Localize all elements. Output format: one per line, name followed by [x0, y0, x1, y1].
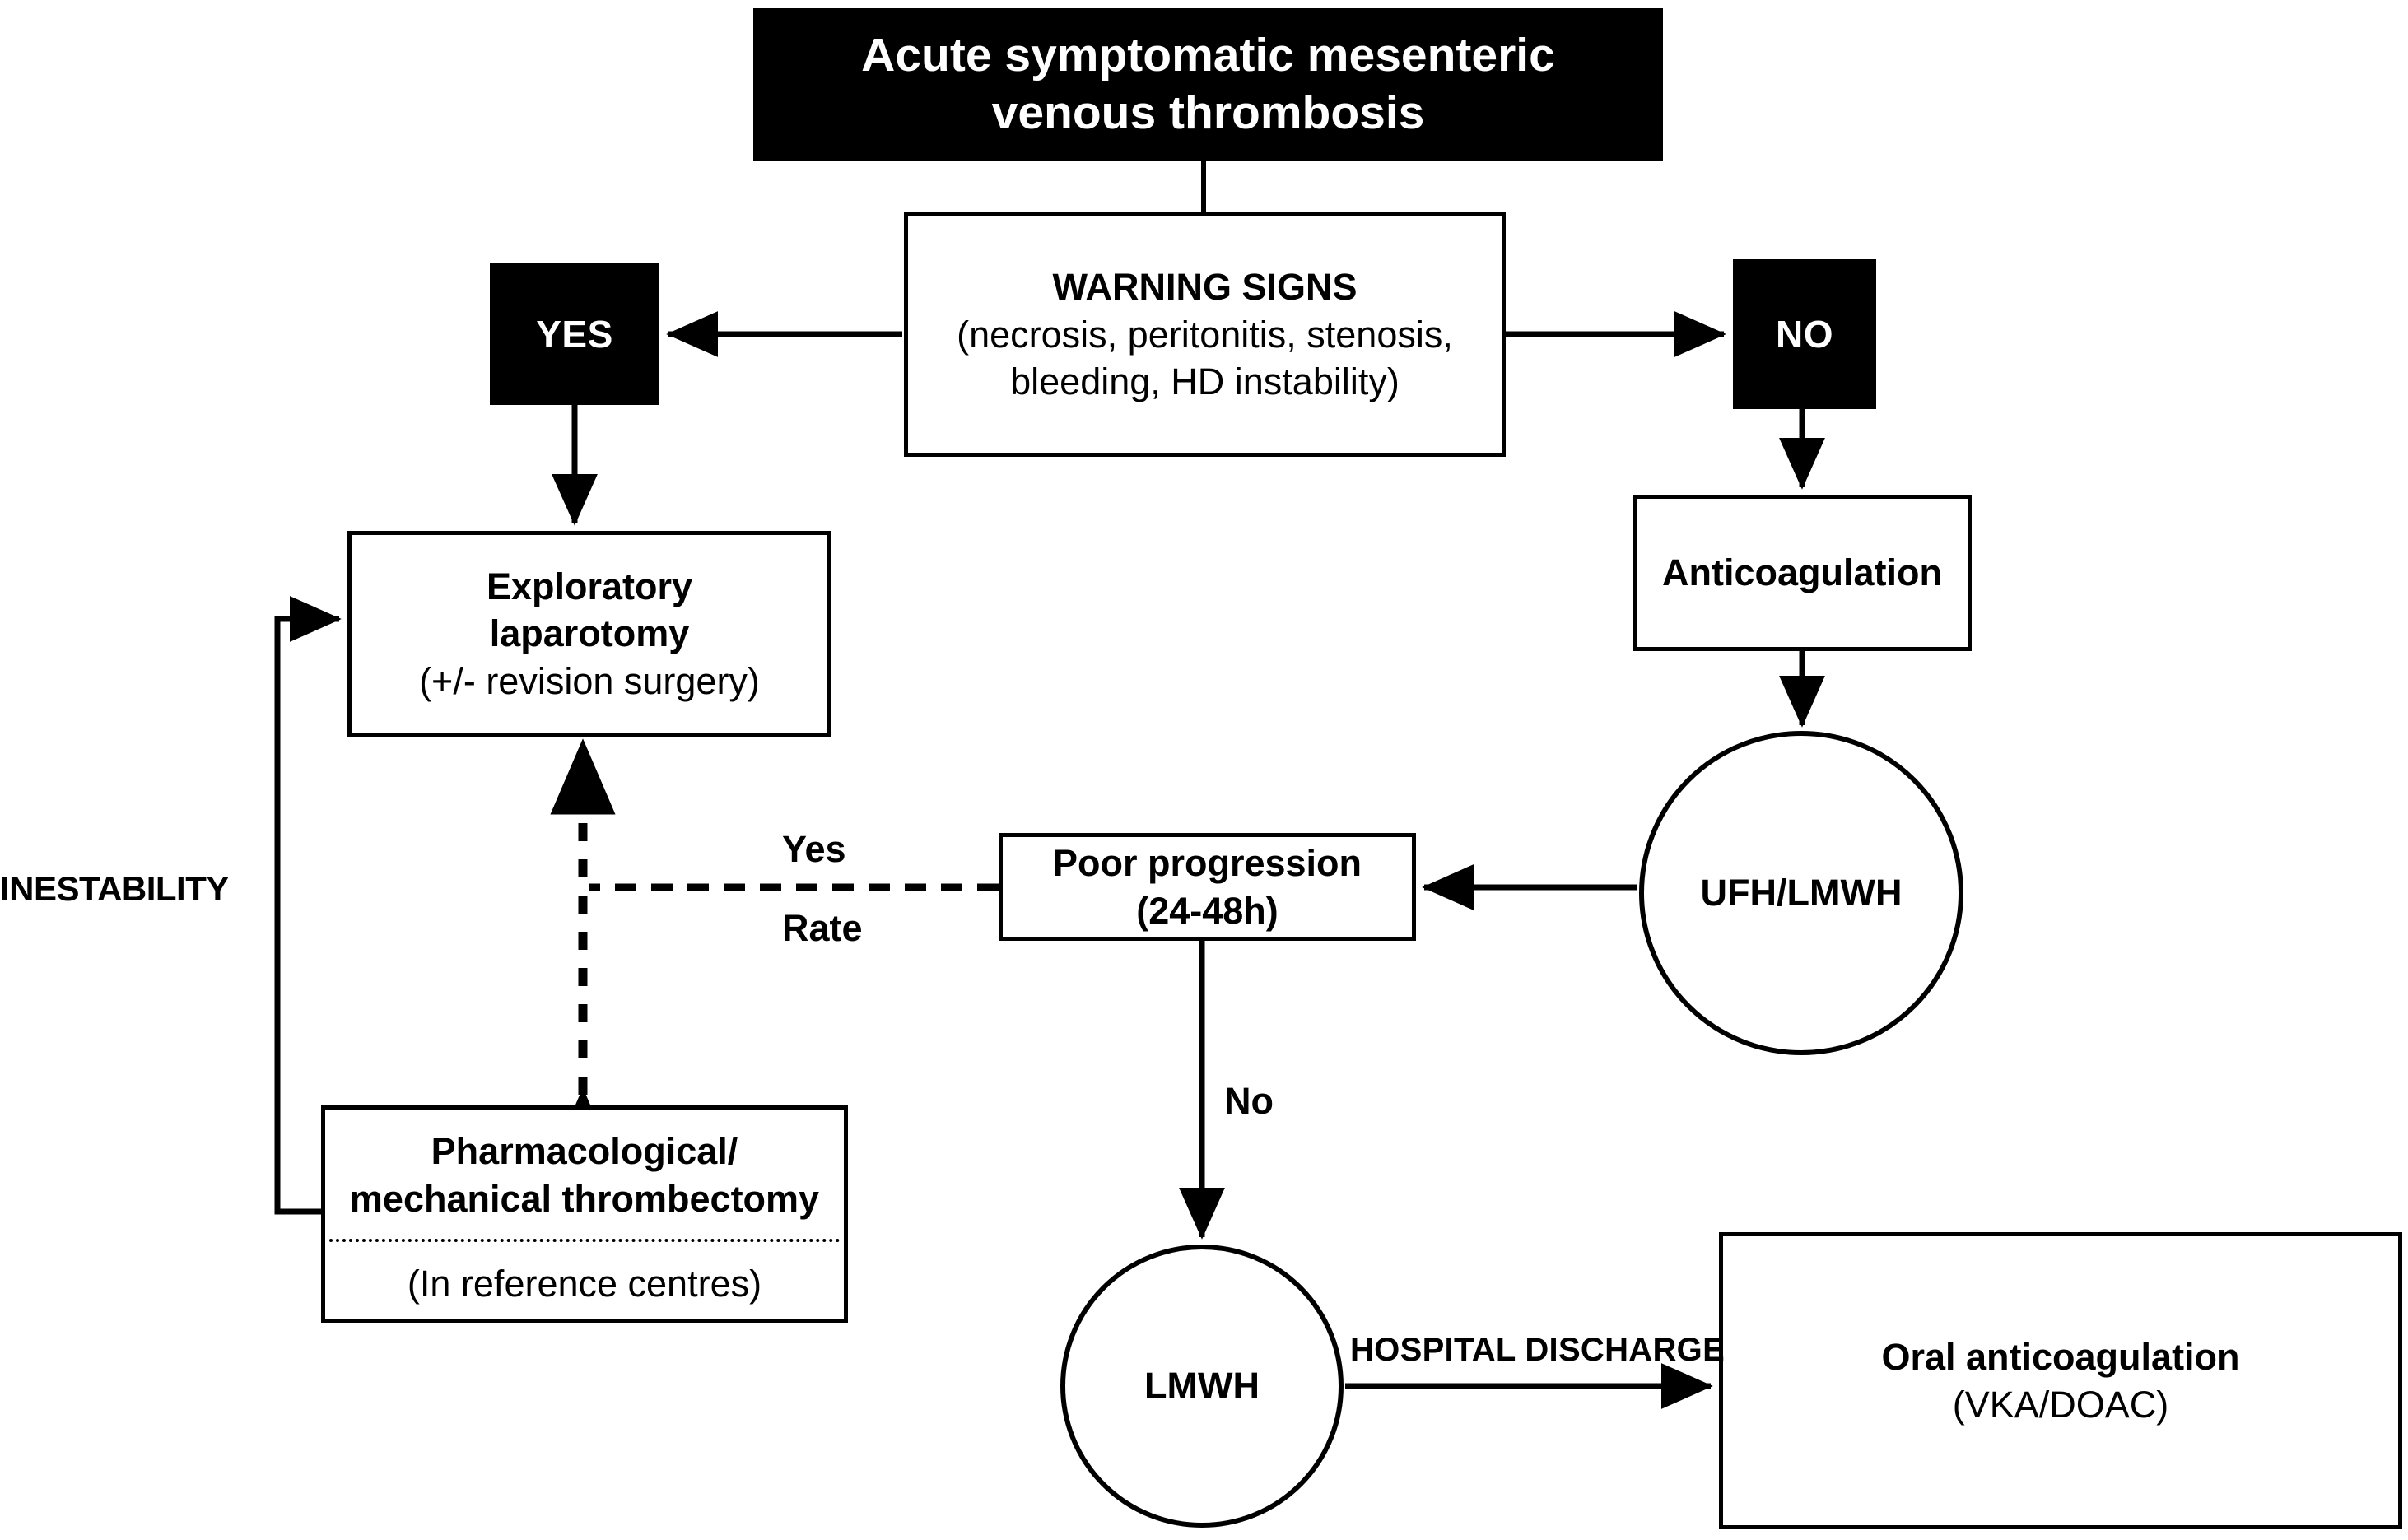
node-decision-yes: YES	[490, 263, 659, 405]
node-poor-progression-line2: (24-48h)	[1136, 889, 1279, 932]
node-anticoagulation-label: Anticoagulation	[1662, 551, 1942, 594]
edge-label-no: No	[1224, 1080, 1274, 1122]
node-warning-heading: WARNING SIGNS	[1052, 266, 1358, 309]
node-title-line1: Acute symptomatic mesenteric	[861, 29, 1555, 82]
node-title: Acute symptomatic mesenteric venous thro…	[753, 8, 1663, 161]
thrombectomy-dotted-divider	[329, 1239, 840, 1242]
node-laparotomy-line2: laparotomy	[489, 612, 690, 655]
node-poor-progression-line1: Poor progression	[1052, 841, 1362, 884]
node-decision-yes-label: YES	[536, 313, 613, 356]
node-exploratory-laparotomy: Exploratory laparotomy (+/- revision sur…	[347, 531, 831, 737]
node-ufh-lmwh: UFH/LMWH	[1639, 731, 1963, 1055]
node-oral-line2: (VKA/DOAC)	[1952, 1383, 2169, 1426]
node-decision-no: NO	[1733, 259, 1876, 409]
node-title-line2: venous thrombosis	[991, 86, 1425, 139]
node-warning-line1: (necrosis, peritonitis, stenosis,	[957, 313, 1453, 356]
node-thrombectomy-line1: Pharmacological/	[431, 1130, 738, 1172]
edge-label-hospital-discharge: HOSPITAL DISCHARGE	[1350, 1332, 1726, 1368]
edge-label-rate: Rate	[782, 907, 863, 949]
node-lmwh: LMWH	[1060, 1245, 1344, 1528]
node-warning-line2: bleeding, HD instability)	[1010, 361, 1400, 403]
node-decision-no-label: NO	[1776, 313, 1833, 356]
node-poor-progression: Poor progression (24-48h)	[999, 833, 1416, 941]
node-ufh-lmwh-label: UFH/LMWH	[1700, 872, 1903, 914]
node-thrombectomy-line2: mechanical thrombectomy	[349, 1177, 820, 1220]
node-oral-anticoagulation: Oral anticoagulation (VKA/DOAC)	[1719, 1232, 2402, 1529]
node-oral-line1: Oral anticoagulation	[1881, 1335, 2240, 1378]
node-thrombectomy-line3: (In reference centres)	[407, 1263, 762, 1305]
node-anticoagulation: Anticoagulation	[1633, 495, 1972, 651]
node-warning-signs: WARNING SIGNS (necrosis, peritonitis, st…	[904, 212, 1506, 457]
edge-label-inestability: INESTABILITY	[0, 869, 229, 908]
node-lmwh-label: LMWH	[1144, 1365, 1260, 1407]
node-laparotomy-line1: Exploratory	[486, 565, 693, 607]
node-thrombectomy: Pharmacological/ mechanical thrombectomy…	[321, 1105, 848, 1323]
edge-label-yes: Yes	[782, 828, 846, 870]
node-laparotomy-line3: (+/- revision surgery)	[419, 659, 760, 702]
